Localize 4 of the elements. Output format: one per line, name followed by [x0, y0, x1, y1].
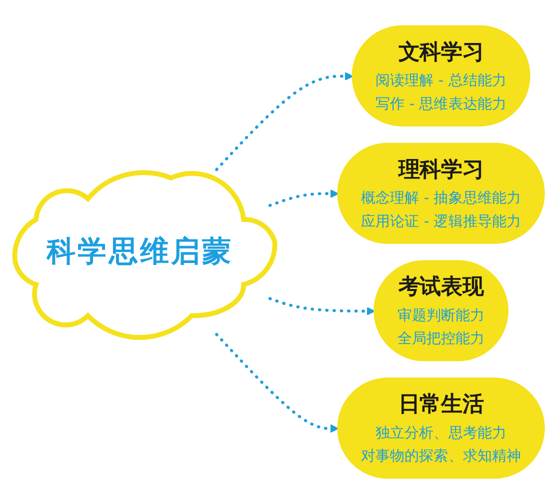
arrow	[215, 332, 339, 433]
arrow	[268, 189, 339, 207]
arrow	[268, 297, 376, 316]
arrow	[215, 72, 354, 172]
